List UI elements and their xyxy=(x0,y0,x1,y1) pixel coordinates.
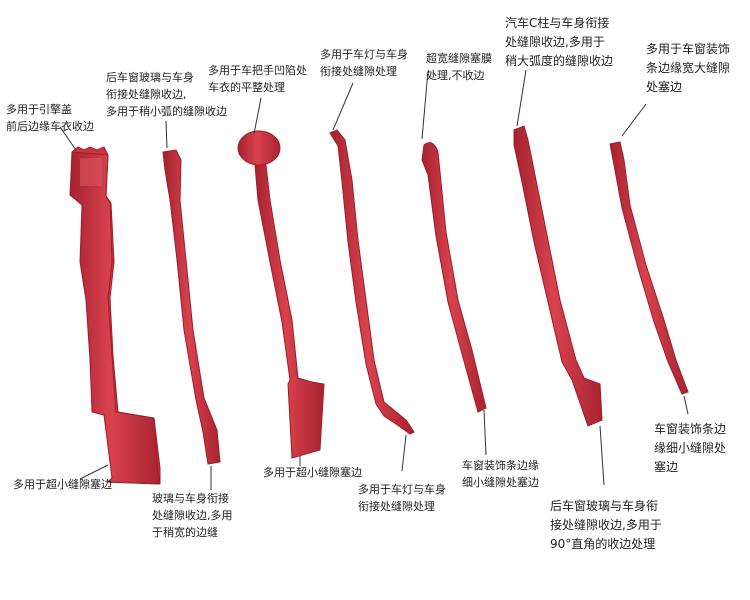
tool-6-angled-tool xyxy=(513,125,603,427)
leader-lines xyxy=(59,69,689,490)
tool-7-thin-tool xyxy=(609,141,689,395)
annotation-a10: 多用于超小缝隙塞边 xyxy=(263,466,362,479)
tool-5-pointed-tool xyxy=(421,142,487,413)
annotation-a4: 多用于车灯与车身衔接处缝隙处理 xyxy=(320,48,408,78)
annotation-a6: 汽车C柱与车身衔接处缝隙收边,多用于稍大弧度的缝隙收边 xyxy=(505,16,614,68)
annotation-a2: 后车窗玻璃与车身衔接处缝隙收边,多用于稍小弧的缝隙收边 xyxy=(106,71,227,118)
annotation-a9: 玻璃与车身衔接处缝隙收边,多用于稍宽的边缝 xyxy=(152,492,233,539)
annotation-a8: 多用于超小缝隙塞边 xyxy=(13,478,112,491)
annotation-a3: 多用于车把手凹陷处车衣的平整处理 xyxy=(208,64,307,94)
tool-3-round-head-scraper xyxy=(237,130,325,459)
annotation-a1: 多用于引擎盖前后边缘车衣收边 xyxy=(6,103,94,133)
tool-2-narrow-blade xyxy=(162,149,221,465)
tool-4-hook-tool xyxy=(329,129,415,435)
tool-1-wide-squeegee xyxy=(69,146,161,485)
annotation-a5: 超宽缝隙塞膜处理,不收边 xyxy=(426,52,492,82)
annotation-a14: 车窗装饰条边缘细小缝隙处塞边 xyxy=(654,422,727,474)
annotation-a7: 多用于车窗装饰条边缘宽大缝隙处塞边 xyxy=(646,42,731,94)
annotation-a12: 车窗装饰条边缘细小缝隙处塞边 xyxy=(462,459,539,489)
annotation-a11: 多用于车灯与车身衔接处缝隙处理 xyxy=(358,483,446,513)
